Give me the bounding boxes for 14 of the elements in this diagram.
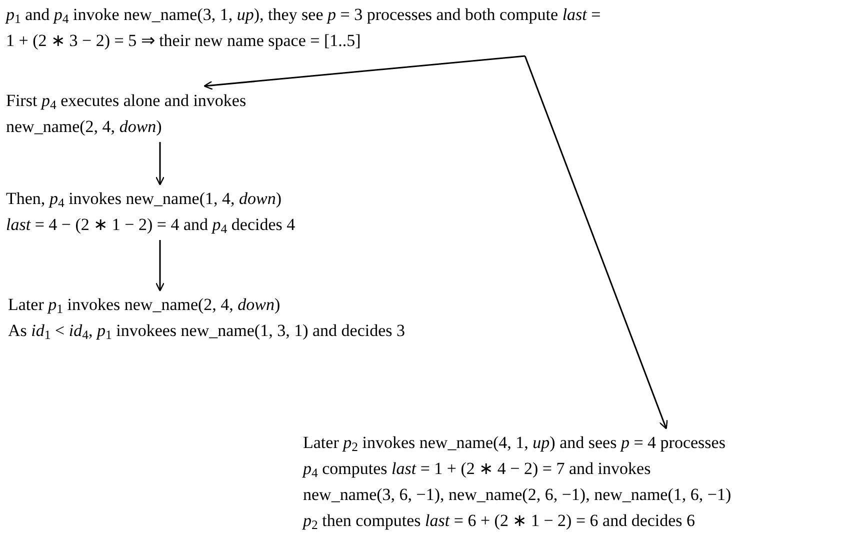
statement-text: p$_{4}$ computes last = 1 + (2 ∗ 4 − 2) = 7 and invokes (303, 458, 652, 482)
arrow (524, 56, 668, 430)
arrow (204, 55, 526, 90)
statement-text: last = 4 − (2 ∗ 1 − 2) = 4 and p$_{4}$ decides 4 (6, 214, 296, 238)
statement-text: As id$_{1}$ < id$_{4}$, p$_{1}$ invokees new_name(1, 3, 1) and decides 3 (8, 320, 406, 344)
arrow (155, 142, 165, 186)
statement-text: Later p$_{2}$ invokes new_name(4, 1, up) and sees p = 4 processes (303, 432, 726, 456)
statement-text: p$_{1}$ and p$_{4}$ invoke new_name(3, 1, up), they see p = 3 processes and both compute last = 1 + (2 ∗ 3 − 2) = 5 ⇒ their new name space = [1..5] (6, 4, 602, 52)
arrow (155, 240, 165, 292)
statement-text: p$_{2}$ then computes last = 6 + (2 ∗ 1 − 2) = 6 and decides 6 (303, 510, 696, 534)
statement-text: new_name(3, 6, −1), new_name(2, 6, −1), new_name(1, 6, −1) (303, 484, 732, 506)
statement-text: Later p$_{1}$ invokes new_name(2, 4, down) (8, 294, 282, 318)
statement-text: Then, p$_{4}$ invokes new_name(1, 4, down) (6, 188, 283, 212)
statement-text: First p$_{4}$ executes alone and invokes new_name(2, 4, down) (6, 90, 248, 138)
